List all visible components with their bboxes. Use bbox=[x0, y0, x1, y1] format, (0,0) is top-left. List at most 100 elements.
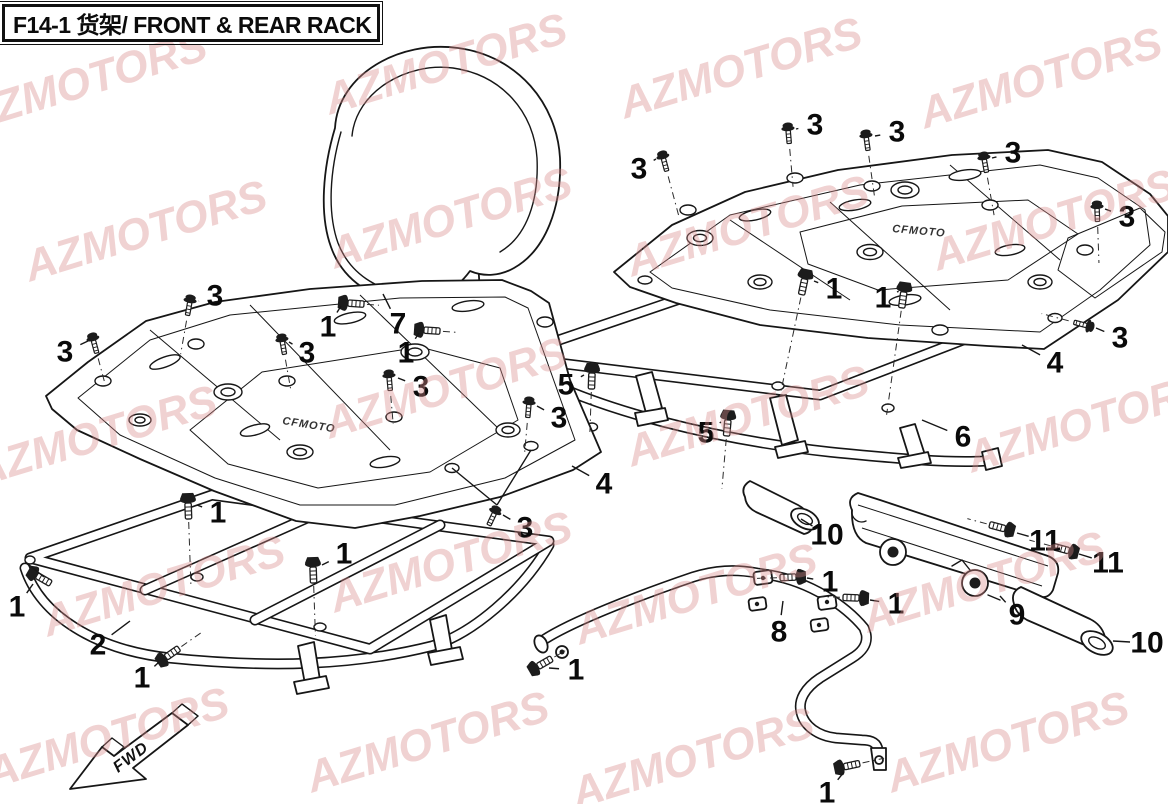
part-number-callout: 1 bbox=[888, 588, 905, 621]
part-number-callout: 3 bbox=[631, 153, 648, 186]
part-number-callout: 1 bbox=[568, 654, 585, 687]
bolt-glyph bbox=[524, 650, 557, 680]
part-number-callout: 3 bbox=[299, 337, 316, 370]
flange-bolt bbox=[304, 556, 323, 584]
callout-leader bbox=[80, 340, 89, 346]
callout-leader bbox=[397, 377, 406, 382]
button-screw bbox=[857, 128, 876, 152]
part-number-callout: 1 bbox=[875, 282, 892, 315]
callout-leader bbox=[874, 134, 881, 137]
callout-leader bbox=[548, 667, 560, 670]
fastener-guide-line bbox=[284, 359, 292, 390]
part-number-callout: 1 bbox=[134, 662, 151, 695]
watermark-text: AZMOTORS bbox=[960, 362, 1168, 483]
misc-line-layer bbox=[27, 449, 532, 578]
screw-glyph bbox=[654, 148, 674, 174]
screw-glyph bbox=[857, 128, 876, 152]
title-box: F14-1 货架/ FRONT & REAR RACK bbox=[0, 1, 383, 45]
part-number-callout: 3 bbox=[889, 116, 906, 149]
watermark-text: AZMOTORS bbox=[880, 682, 1135, 803]
bolt-glyph bbox=[582, 362, 601, 390]
part-number-callout: 8 bbox=[771, 616, 788, 649]
fastener-guide-line bbox=[868, 155, 875, 196]
mount-bracket-part-9 bbox=[849, 492, 1060, 601]
flange-bolt bbox=[582, 362, 601, 390]
watermark-text: AZMOTORS bbox=[613, 8, 868, 129]
fwd-arrow: FWD bbox=[69, 703, 199, 790]
fastener-guide-line bbox=[97, 358, 107, 388]
part-number-callout: 9 bbox=[1009, 599, 1026, 632]
fastener-guide-line bbox=[1041, 313, 1069, 322]
part-number-callout: 1 bbox=[336, 538, 353, 571]
watermark-text: AZMOTORS bbox=[300, 682, 555, 803]
flange-bolt bbox=[524, 650, 557, 680]
part-number-callout: 3 bbox=[57, 336, 74, 369]
callout-leader bbox=[813, 280, 819, 284]
callout-leader bbox=[153, 661, 160, 667]
front-rack-plate-part-4: CFMOTO bbox=[45, 279, 602, 529]
fastener-guide-line bbox=[181, 631, 203, 647]
part-number-callout: 11 bbox=[1092, 547, 1124, 580]
detail-line bbox=[27, 563, 45, 578]
part-number-callout: 10 bbox=[1130, 627, 1163, 660]
part-number-callout: 2 bbox=[90, 629, 107, 662]
front-rack-frame-part-2 bbox=[19, 489, 555, 695]
callout-leader bbox=[536, 405, 545, 411]
callout-leader bbox=[1021, 344, 1041, 356]
bolt-glyph bbox=[986, 516, 1018, 540]
roller-front-part-10 bbox=[742, 480, 820, 535]
callout-leader bbox=[502, 514, 511, 520]
part-number-callout: 1 bbox=[826, 273, 843, 306]
fastener-guide-line bbox=[524, 422, 528, 453]
fastener-guide-line bbox=[1097, 226, 1100, 263]
part-number-callout: 11 bbox=[1029, 525, 1061, 558]
fastener-guide-line bbox=[986, 177, 995, 216]
callout-leader bbox=[336, 305, 342, 313]
fastener-guide-line bbox=[886, 310, 902, 415]
part-number-callout: 6 bbox=[955, 421, 972, 454]
callout-leader bbox=[896, 290, 899, 293]
part-number-callout: 1 bbox=[210, 497, 227, 530]
part-number-callout: 5 bbox=[698, 417, 715, 450]
fastener-guide-line bbox=[967, 518, 987, 525]
part-number-callout: 3 bbox=[1112, 322, 1129, 355]
fastener-guide-line bbox=[862, 757, 885, 764]
callout-leader bbox=[719, 421, 722, 424]
fastener-guide-line bbox=[589, 391, 592, 436]
callout-leader bbox=[382, 293, 392, 310]
callout-leader bbox=[991, 156, 997, 159]
detail-line bbox=[496, 449, 532, 506]
part-number-callout: 5 bbox=[558, 369, 575, 402]
callout-leader bbox=[1095, 327, 1105, 333]
part-number-callout: 10 bbox=[810, 519, 843, 552]
callout-leader bbox=[288, 341, 293, 345]
part-number-callout: 4 bbox=[596, 468, 613, 501]
callout-leader bbox=[780, 600, 784, 616]
part-number-callout: 3 bbox=[413, 371, 430, 404]
button-screw bbox=[780, 121, 797, 145]
fastener-guide-line bbox=[442, 330, 457, 333]
callout-leader bbox=[653, 158, 657, 161]
callout-leader bbox=[1078, 553, 1092, 559]
callout-leader bbox=[580, 374, 585, 378]
callout-leader bbox=[111, 620, 131, 636]
part-number-callout: 4 bbox=[1047, 347, 1064, 380]
tube-clamps bbox=[747, 569, 838, 633]
callout-leader bbox=[1104, 208, 1112, 212]
callout-leader bbox=[321, 560, 330, 566]
callout-leader bbox=[1112, 640, 1131, 643]
rear-rack-plate-part-4: CFMOTO bbox=[613, 149, 1168, 350]
part-number-callout: 3 bbox=[517, 512, 534, 545]
fastener-guide-line bbox=[757, 577, 778, 579]
part-number-callout: 1 bbox=[9, 591, 26, 624]
detail-line bbox=[451, 467, 498, 506]
flange-bolt bbox=[986, 516, 1018, 540]
callout-leader bbox=[26, 583, 34, 594]
callout-leader bbox=[869, 599, 880, 603]
callout-leader bbox=[999, 595, 1007, 603]
grab-tube-part-8 bbox=[533, 565, 887, 771]
callout-leader bbox=[921, 419, 948, 432]
